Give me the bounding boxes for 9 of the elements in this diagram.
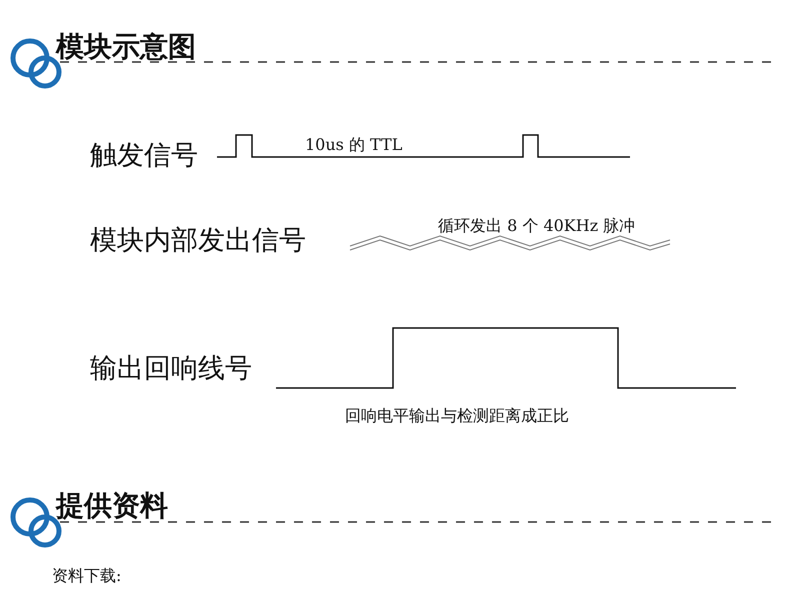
signal-name: 输出回响线号 — [90, 352, 252, 386]
signal-name: 模块内部发出信号 — [90, 224, 306, 258]
signal-name: 触发信号 — [90, 139, 198, 173]
echo-note: 回响电平输出与检测距离成正比 — [345, 406, 569, 427]
section-heading: 模块示意图 — [56, 29, 196, 65]
download-note: 资料下载: — [52, 566, 122, 587]
pulse-note: 循环发出 8 个 40KHz 脉冲 — [438, 216, 636, 237]
section-heading: 提供资料 — [56, 488, 168, 524]
pulse-note: 10us 的 TTL — [305, 135, 402, 156]
